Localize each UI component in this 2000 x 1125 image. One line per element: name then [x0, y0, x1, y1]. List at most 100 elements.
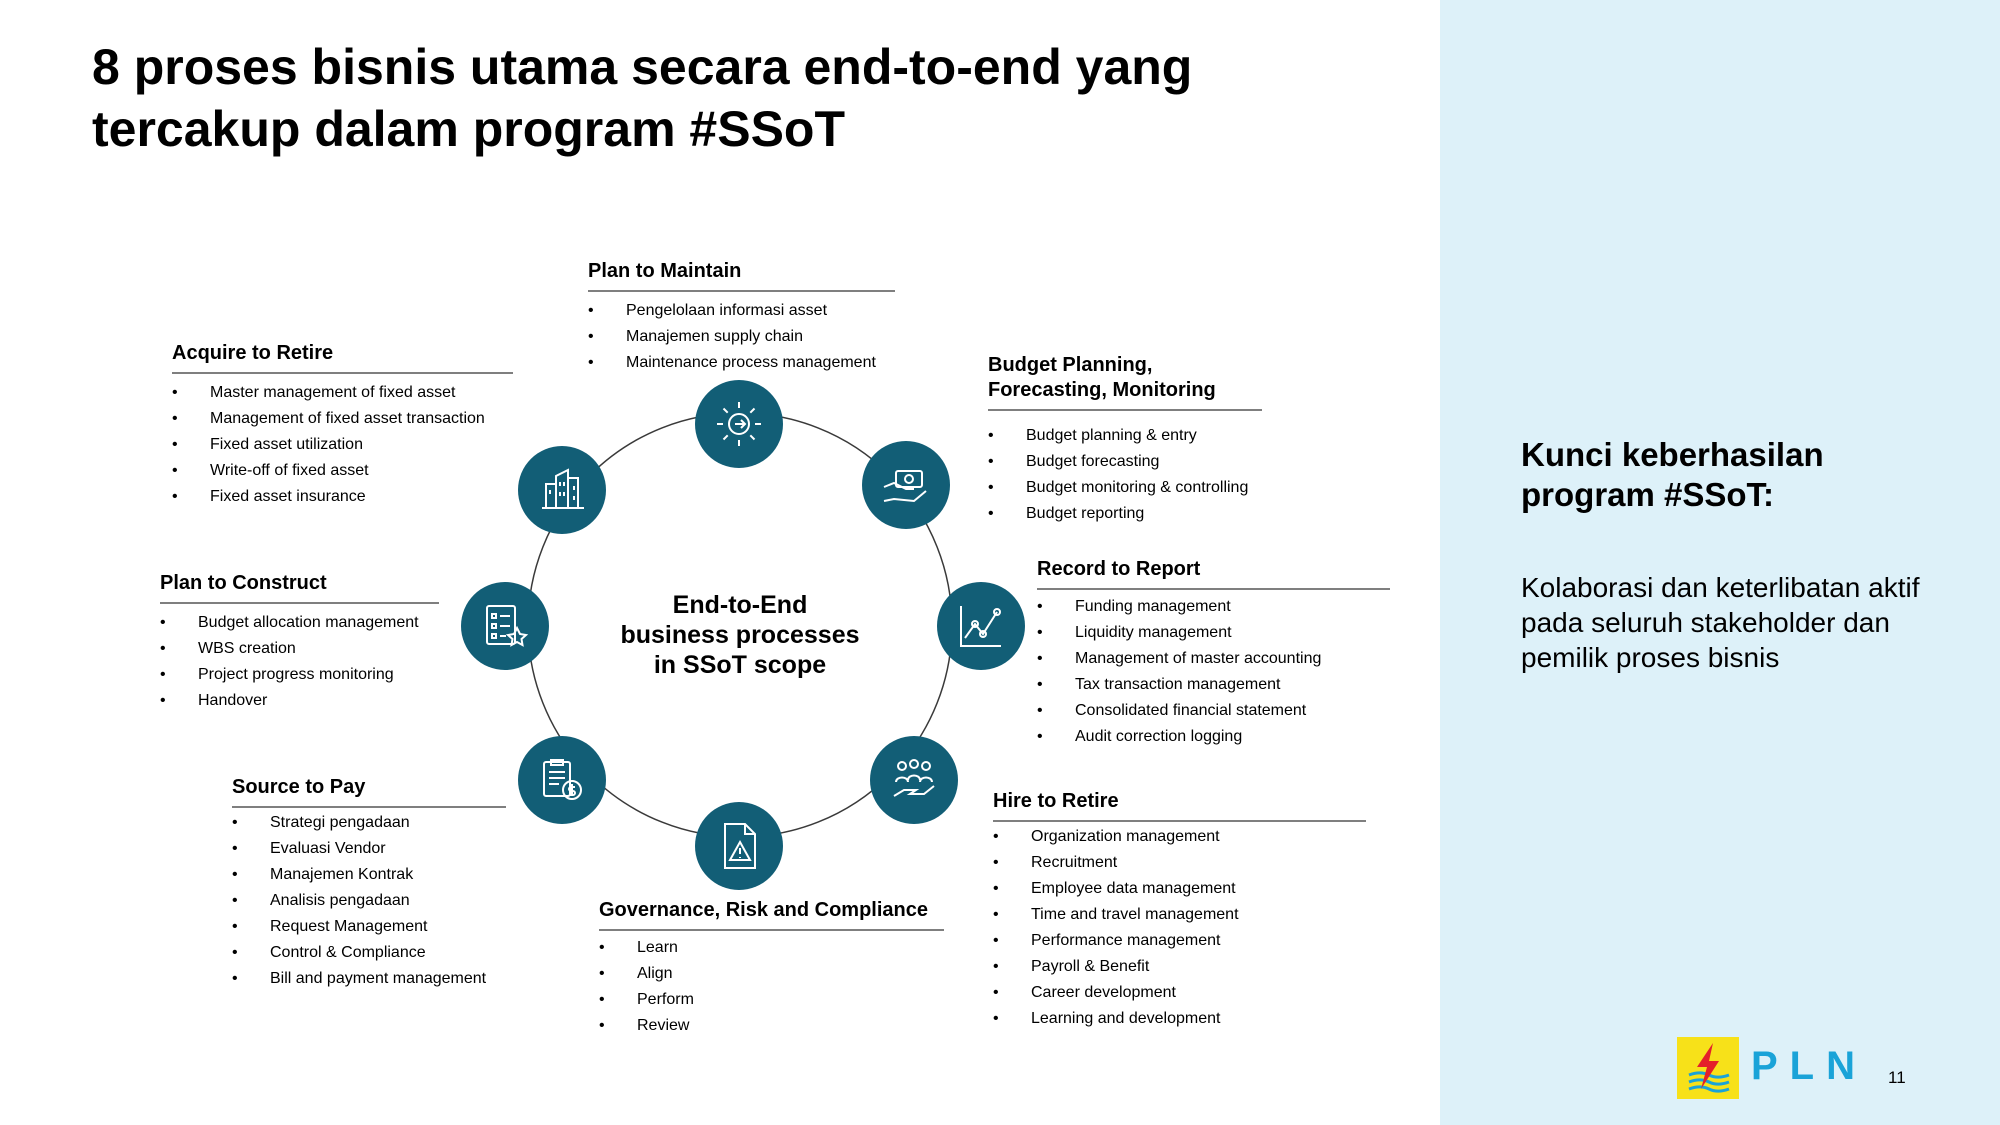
sidebar-body-line-3: pemilik proses bisnis [1521, 642, 1780, 673]
block-list: Strategi pengadaan Evaluasi Vendor Manaj… [232, 810, 506, 992]
block-list: Budget allocation management WBS creatio… [160, 610, 439, 714]
list-item: Payroll & Benefit [993, 954, 1366, 980]
block-plan-to-maintain: Plan to Maintain Pengelolaan informasi a… [588, 259, 895, 376]
list-item: Align [599, 961, 944, 987]
list-item: Management of fixed asset transaction [172, 406, 513, 432]
block-list: Organization management Recruitment Empl… [993, 824, 1366, 1032]
list-item: Maintenance process management [588, 350, 895, 376]
clipboard-dollar-icon [543, 759, 582, 800]
team-hand-icon [893, 759, 935, 797]
node-hire-to-retire [870, 736, 958, 824]
block-budget-planning: Budget Planning, Forecasting, Monitoring… [988, 353, 1262, 527]
list-item: Manajemen Kontrak [232, 862, 506, 888]
center-label-line-1: End-to-End [672, 591, 808, 619]
center-label-line-2: business processes [620, 621, 860, 649]
block-hire-to-retire: Hire to Retire Organization management R… [993, 789, 1366, 1032]
hand-money-icon [883, 470, 927, 503]
list-item: Fixed asset utilization [172, 432, 513, 458]
list-item: Evaluasi Vendor [232, 836, 506, 862]
list-item: Fixed asset insurance [172, 484, 513, 510]
list-item: Consolidated financial statement [1037, 698, 1390, 724]
list-item: Funding management [1037, 594, 1390, 620]
list-item: Recruitment [993, 850, 1366, 876]
block-heading: Governance, Risk and Compliance [599, 898, 944, 931]
block-heading-line-1: Budget Planning, [988, 354, 1153, 376]
page-title-line-2: tercakup dalam program #SSoT [92, 101, 846, 157]
checklist-star-icon [486, 605, 529, 647]
list-item: Employee data management [993, 876, 1366, 902]
sidebar-body-line-2: pada seluruh stakeholder dan [1521, 607, 1890, 638]
diagram-center-label: End-to-End business processes in SSoT sc… [600, 590, 880, 680]
sidebar-panel [1440, 0, 2000, 1125]
list-item: Management of master accounting [1037, 646, 1390, 672]
block-heading: Record to Report [1037, 557, 1390, 590]
list-item: Project progress monitoring [160, 662, 439, 688]
list-item: Tax transaction management [1037, 672, 1390, 698]
block-governance: Governance, Risk and Compliance Learn Al… [599, 898, 944, 1039]
block-source-to-pay: Source to Pay Strategi pengadaan Evaluas… [232, 775, 506, 992]
block-heading: Hire to Retire [993, 789, 1366, 822]
page-number: 11 [1888, 1068, 1906, 1087]
block-acquire-to-retire: Acquire to Retire Master management of f… [172, 341, 513, 510]
pln-logo-mark [1677, 1037, 1739, 1099]
block-heading: Source to Pay [232, 775, 506, 808]
block-heading: Plan to Construct [160, 571, 439, 604]
list-item: Manajemen supply chain [588, 324, 895, 350]
list-item: Budget forecasting [988, 449, 1262, 475]
list-item: Audit correction logging [1037, 724, 1390, 750]
block-list: Funding management Liquidity management … [1037, 594, 1390, 750]
sidebar-heading-line-1: Kunci keberhasilan [1521, 436, 1824, 473]
list-item: Analisis pengadaan [232, 888, 506, 914]
node-plan-to-maintain [695, 380, 783, 468]
list-item: Budget allocation management [160, 610, 439, 636]
chart-icon [960, 606, 1001, 647]
list-item: Perform [599, 987, 944, 1013]
node-plan-to-construct [461, 582, 549, 670]
list-item: Handover [160, 688, 439, 714]
center-label-line-3: in SSoT scope [653, 651, 827, 679]
buildings-icon [542, 468, 584, 509]
list-item: Write-off of fixed asset [172, 458, 513, 484]
node-record-to-report [937, 582, 1025, 670]
list-item: Request Management [232, 914, 506, 940]
list-item: Performance management [993, 928, 1366, 954]
list-item: Budget monitoring & controlling [988, 475, 1262, 501]
block-list: Pengelolaan informasi asset Manajemen su… [588, 298, 895, 376]
document-warning-icon [724, 823, 756, 869]
block-heading: Budget Planning, Forecasting, Monitoring [988, 353, 1262, 411]
block-record-to-report: Record to Report Funding management Liqu… [1037, 557, 1390, 750]
node-acquire-to-retire [518, 446, 606, 534]
node-source-to-pay [518, 736, 606, 824]
block-list: Budget planning & entry Budget forecasti… [988, 423, 1262, 527]
list-item: Career development [993, 980, 1366, 1006]
block-heading: Acquire to Retire [172, 341, 513, 374]
list-item: Organization management [993, 824, 1366, 850]
node-governance [695, 802, 783, 890]
sidebar-heading: Kunci keberhasilan program #SSoT: [1521, 435, 1981, 515]
list-item: Review [599, 1013, 944, 1039]
node-budget-planning [862, 441, 950, 529]
list-item: Learning and development [993, 1006, 1366, 1032]
list-item: Budget reporting [988, 501, 1262, 527]
list-item: Strategi pengadaan [232, 810, 506, 836]
list-item: Bill and payment management [232, 966, 506, 992]
list-item: Liquidity management [1037, 620, 1390, 646]
page-title-line-1: 8 proses bisnis utama secara end-to-end … [92, 39, 1193, 95]
block-heading: Plan to Maintain [588, 259, 895, 292]
sidebar-heading-line-2: program #SSoT: [1521, 476, 1775, 513]
block-list: Learn Align Perform Review [599, 935, 944, 1039]
lightning-bolt-icon [1688, 1043, 1730, 1093]
list-item: Learn [599, 935, 944, 961]
block-heading-line-2: Forecasting, Monitoring [988, 379, 1216, 401]
list-item: Master management of fixed asset [172, 380, 513, 406]
list-item: Time and travel management [993, 902, 1366, 928]
list-item: Control & Compliance [232, 940, 506, 966]
pln-logo-text: PLN [1751, 1044, 1867, 1088]
block-plan-to-construct: Plan to Construct Budget allocation mana… [160, 571, 439, 714]
list-item: Budget planning & entry [988, 423, 1262, 449]
gear-icon [717, 402, 761, 446]
sidebar-body-line-1: Kolaborasi dan keterlibatan aktif [1521, 572, 1920, 603]
list-item: WBS creation [160, 636, 439, 662]
list-item: Pengelolaan informasi asset [588, 298, 895, 324]
page-title: 8 proses bisnis utama secara end-to-end … [92, 36, 1392, 160]
